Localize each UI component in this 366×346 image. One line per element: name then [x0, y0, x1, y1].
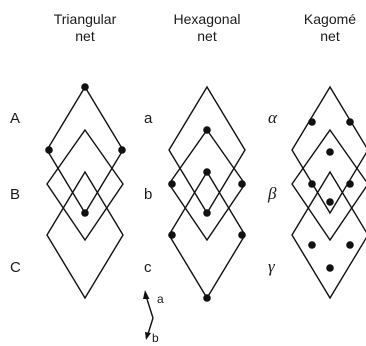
layer-label-beta: β	[267, 184, 277, 203]
axis-label-b: b	[152, 331, 159, 345]
layer-label-B: B	[10, 186, 20, 203]
layer-label-alpha: α	[268, 108, 278, 127]
axis-label-a: a	[157, 292, 164, 306]
layer-label-b: b	[144, 186, 152, 203]
layer-label-gamma: γ	[268, 257, 276, 276]
hexagonal-atom	[203, 294, 211, 302]
kagome-diamond-top	[291, 85, 366, 215]
hexagonal-diamond-middle	[168, 128, 246, 242]
hexagonal-diamond-top	[168, 85, 246, 215]
header-triangular: Triangular net	[54, 11, 117, 44]
header-kagome: Kagomé net	[304, 11, 356, 44]
layer-label-C: C	[10, 259, 21, 276]
kagome-atom	[346, 180, 354, 188]
kagome-atom	[308, 180, 316, 188]
triangular-diamond-top	[46, 85, 124, 215]
hexagonal-atom	[203, 126, 211, 134]
hexagonal-diamond-bottom	[168, 170, 246, 300]
header-triangular-line2: net	[75, 28, 95, 44]
hexagonal-atom	[238, 231, 246, 239]
lattice-axes: a b	[143, 290, 164, 345]
triangular-atom	[81, 209, 89, 217]
axis-a-arrowhead	[143, 290, 150, 299]
triangular-atom	[118, 146, 126, 154]
kagome-atom	[326, 148, 334, 156]
hexagonal-atom	[203, 168, 211, 176]
hexagonal-atom	[168, 180, 176, 188]
hexagonal-atom	[168, 231, 176, 239]
hexagonal-atom	[238, 180, 246, 188]
header-kagome-line1: Kagomé	[304, 11, 356, 27]
kagome-atom	[326, 198, 334, 206]
hexagonal-net	[168, 85, 246, 302]
header-hexagonal: Hexagonal net	[174, 11, 241, 44]
triangular-atom	[81, 83, 89, 91]
triangular-net	[45, 83, 126, 300]
layer-label-A: A	[10, 110, 20, 127]
header-hexagonal-line2: net	[197, 28, 217, 44]
triangular-atom	[45, 146, 53, 154]
kagome-atom	[326, 264, 334, 272]
kagome-atom	[308, 241, 316, 249]
layer-label-a: a	[144, 110, 153, 127]
kagome-atom	[346, 118, 354, 126]
kagome-net	[291, 85, 366, 300]
kagome-diamond-middle	[291, 128, 366, 242]
axis-b-arrowhead	[145, 332, 151, 340]
axis-b-arrow	[147, 317, 154, 335]
axis-a-arrow	[145, 295, 154, 319]
kagome-atom	[308, 118, 316, 126]
triangular-diamond-middle	[46, 128, 124, 242]
triangular-diamond-bottom	[46, 170, 124, 300]
header-triangular-line1: Triangular	[54, 11, 117, 27]
hexagonal-atom	[203, 209, 211, 217]
layer-label-c: c	[144, 259, 152, 276]
kagome-diamond-bottom	[291, 170, 366, 300]
kagome-atom	[346, 241, 354, 249]
header-kagome-line2: net	[320, 28, 340, 44]
header-hexagonal-line1: Hexagonal	[174, 11, 241, 27]
